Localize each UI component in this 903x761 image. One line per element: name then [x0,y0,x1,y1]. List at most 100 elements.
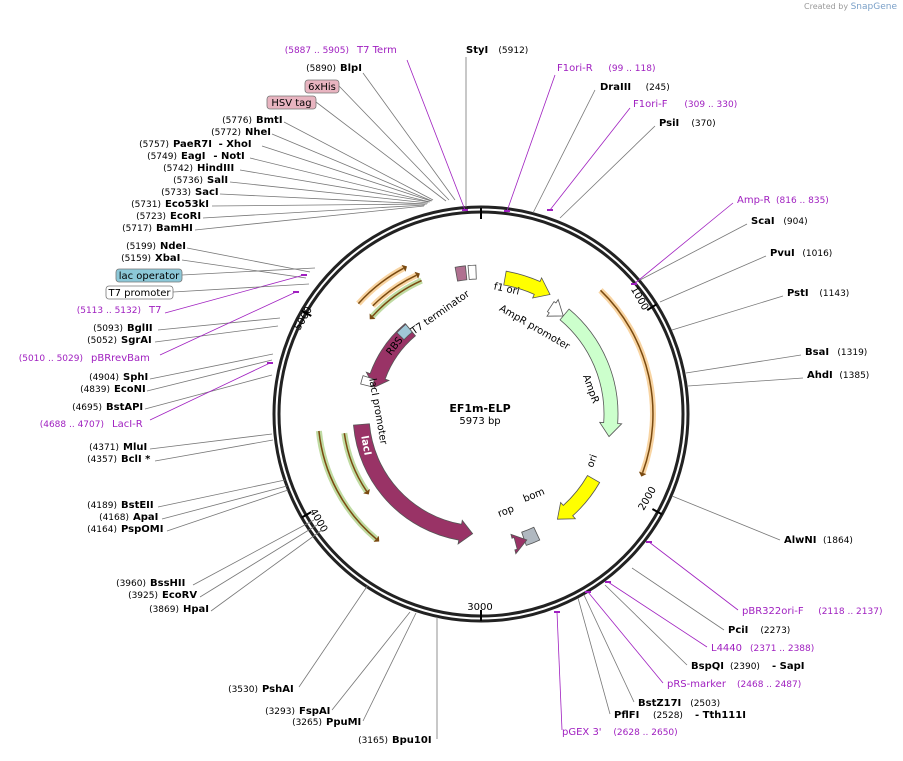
primer-name: LacI-R [112,419,143,430]
primer-name: pGEX 3' [562,727,602,738]
f1-ori-feature [503,270,551,299]
enzyme-name: PflFI [614,710,639,721]
enzyme-name: SgrAI [121,335,152,346]
primer-name: L4440 [711,643,742,654]
enzyme-position: (5742) [163,164,193,174]
enzyme-leader-line [219,193,428,205]
plasmid-size: 5973 bp [459,416,500,427]
primer-position: (4688 .. 4707) [40,420,104,430]
enzyme-name: BglII [127,323,153,334]
rop-label: rop [496,504,515,520]
ori-label: ori [585,453,600,469]
enzyme-name: PshAI [262,684,294,695]
rop-feature [510,533,528,555]
enzyme-position: (5717) [122,224,152,234]
enzyme-leader-line [639,223,748,281]
primer-name: T7 [148,305,161,316]
enzyme-name: AhdI [807,370,833,381]
enzyme-leader-line [202,204,426,219]
enzyme-leader-line [577,597,611,715]
enzyme-leader-line [154,325,279,343]
enzyme-leader-line [687,377,804,387]
enzyme-leader-line [181,259,307,279]
enzyme-leader-line [685,354,802,374]
enzyme-position: (5052) [87,336,117,346]
enzyme-position: (5723) [136,212,166,222]
primer-name: Amp-R [737,195,771,206]
enzyme-name: SphI [123,372,148,383]
enzyme-position: (3165) [358,736,388,746]
orf-arc-top-1 [357,267,404,305]
enzyme-position: (1319) [837,348,867,358]
enzyme-position: (5776) [222,116,252,126]
scale-tick [646,303,658,311]
enzyme-position: (5772) [211,128,241,138]
enzyme-leader-line [194,205,425,231]
ampr-label: AmpR [580,373,601,405]
enzyme-leader-line [166,489,289,532]
orf-arc-left-green-1-arrowhead [363,489,370,495]
enzyme-name: BamHI [156,223,193,234]
enzyme-name: PstI [787,288,809,299]
primer-leader-line [406,59,466,211]
primer-position: (816 .. 835) [776,196,829,206]
orf-arc-top-green [371,279,422,317]
scale-tick-label: 3000 [467,602,492,613]
primer-leader-line [633,202,734,285]
feature-tag-label: T7 promoter [107,288,171,299]
t7-terminator-feature [454,265,468,282]
enzyme-position: (3925) [128,591,158,601]
tag-leader-line [181,267,316,276]
enzyme-leader-line [239,169,430,203]
enzyme-position: (5757) [139,140,169,150]
plasmid-name: EF1m-ELP [449,402,510,415]
enzyme-position: (245) [646,83,670,93]
enzyme-leader-line [604,584,688,666]
enzyme-name: ApaI [133,512,158,523]
laci-feature-short [365,323,416,388]
enzyme-position: (4168) [99,513,129,523]
enzyme-leader-line [186,247,311,273]
enzyme-position: (2503) [690,699,720,709]
enzyme-leader-line [362,612,417,722]
primer-position: (5010 .. 5029) [19,354,83,364]
enzyme-position: (5912) [498,46,528,56]
orf-arc-top-2-halo [370,272,418,308]
primer-leader-line [587,591,664,684]
enzyme-name: EcoRI [170,211,201,222]
enzyme-leader-line [149,353,274,380]
enzyme-name: PvuI [770,248,795,259]
orf-arc-top-green-arrowhead [369,313,376,320]
enzyme-name: BsaI [805,347,829,358]
enzyme-name: EcoRV [162,590,197,601]
snapgene-logo: SnapGene [850,2,897,12]
enzyme-name: HpaI [183,604,209,615]
enzyme-leader-line [271,133,433,202]
enzyme-position: (5749) [147,152,177,162]
enzyme-leader-line [671,295,784,331]
enzyme-position: (1016) [802,249,832,259]
primer-leader-line [149,362,271,421]
enzyme-leader-line [261,145,432,202]
enzyme-position: (3530) [228,685,258,695]
ampr-feature [559,308,623,438]
enzyme-name: BstAPI [106,402,143,413]
enzyme-leader-line [283,121,434,201]
orf-arc-top-2-arrowhead [414,271,420,279]
enzyme-name: AlwNI [784,535,817,546]
primer-leader-line [164,274,305,314]
enzyme-name: BstEII [121,500,154,511]
enzyme-name: SacI [195,187,219,198]
enzyme-position: (5159) [121,254,151,264]
orf-arc-right-arrowhead [638,471,647,477]
enzyme-position: (5199) [126,242,156,252]
enzyme-alt-name: - NotI [213,151,244,162]
primer-leader-line [648,541,739,611]
primer-position: (99 .. 118) [608,64,655,74]
f1-ori-label: f1 ori [493,281,521,297]
primer-leader-line [549,107,631,211]
enzyme-leader-line [559,125,656,219]
enzyme-position: (2528) [653,711,683,721]
primer-position: (2118 .. 2137) [818,607,882,617]
enzyme-leader-line [298,584,369,688]
